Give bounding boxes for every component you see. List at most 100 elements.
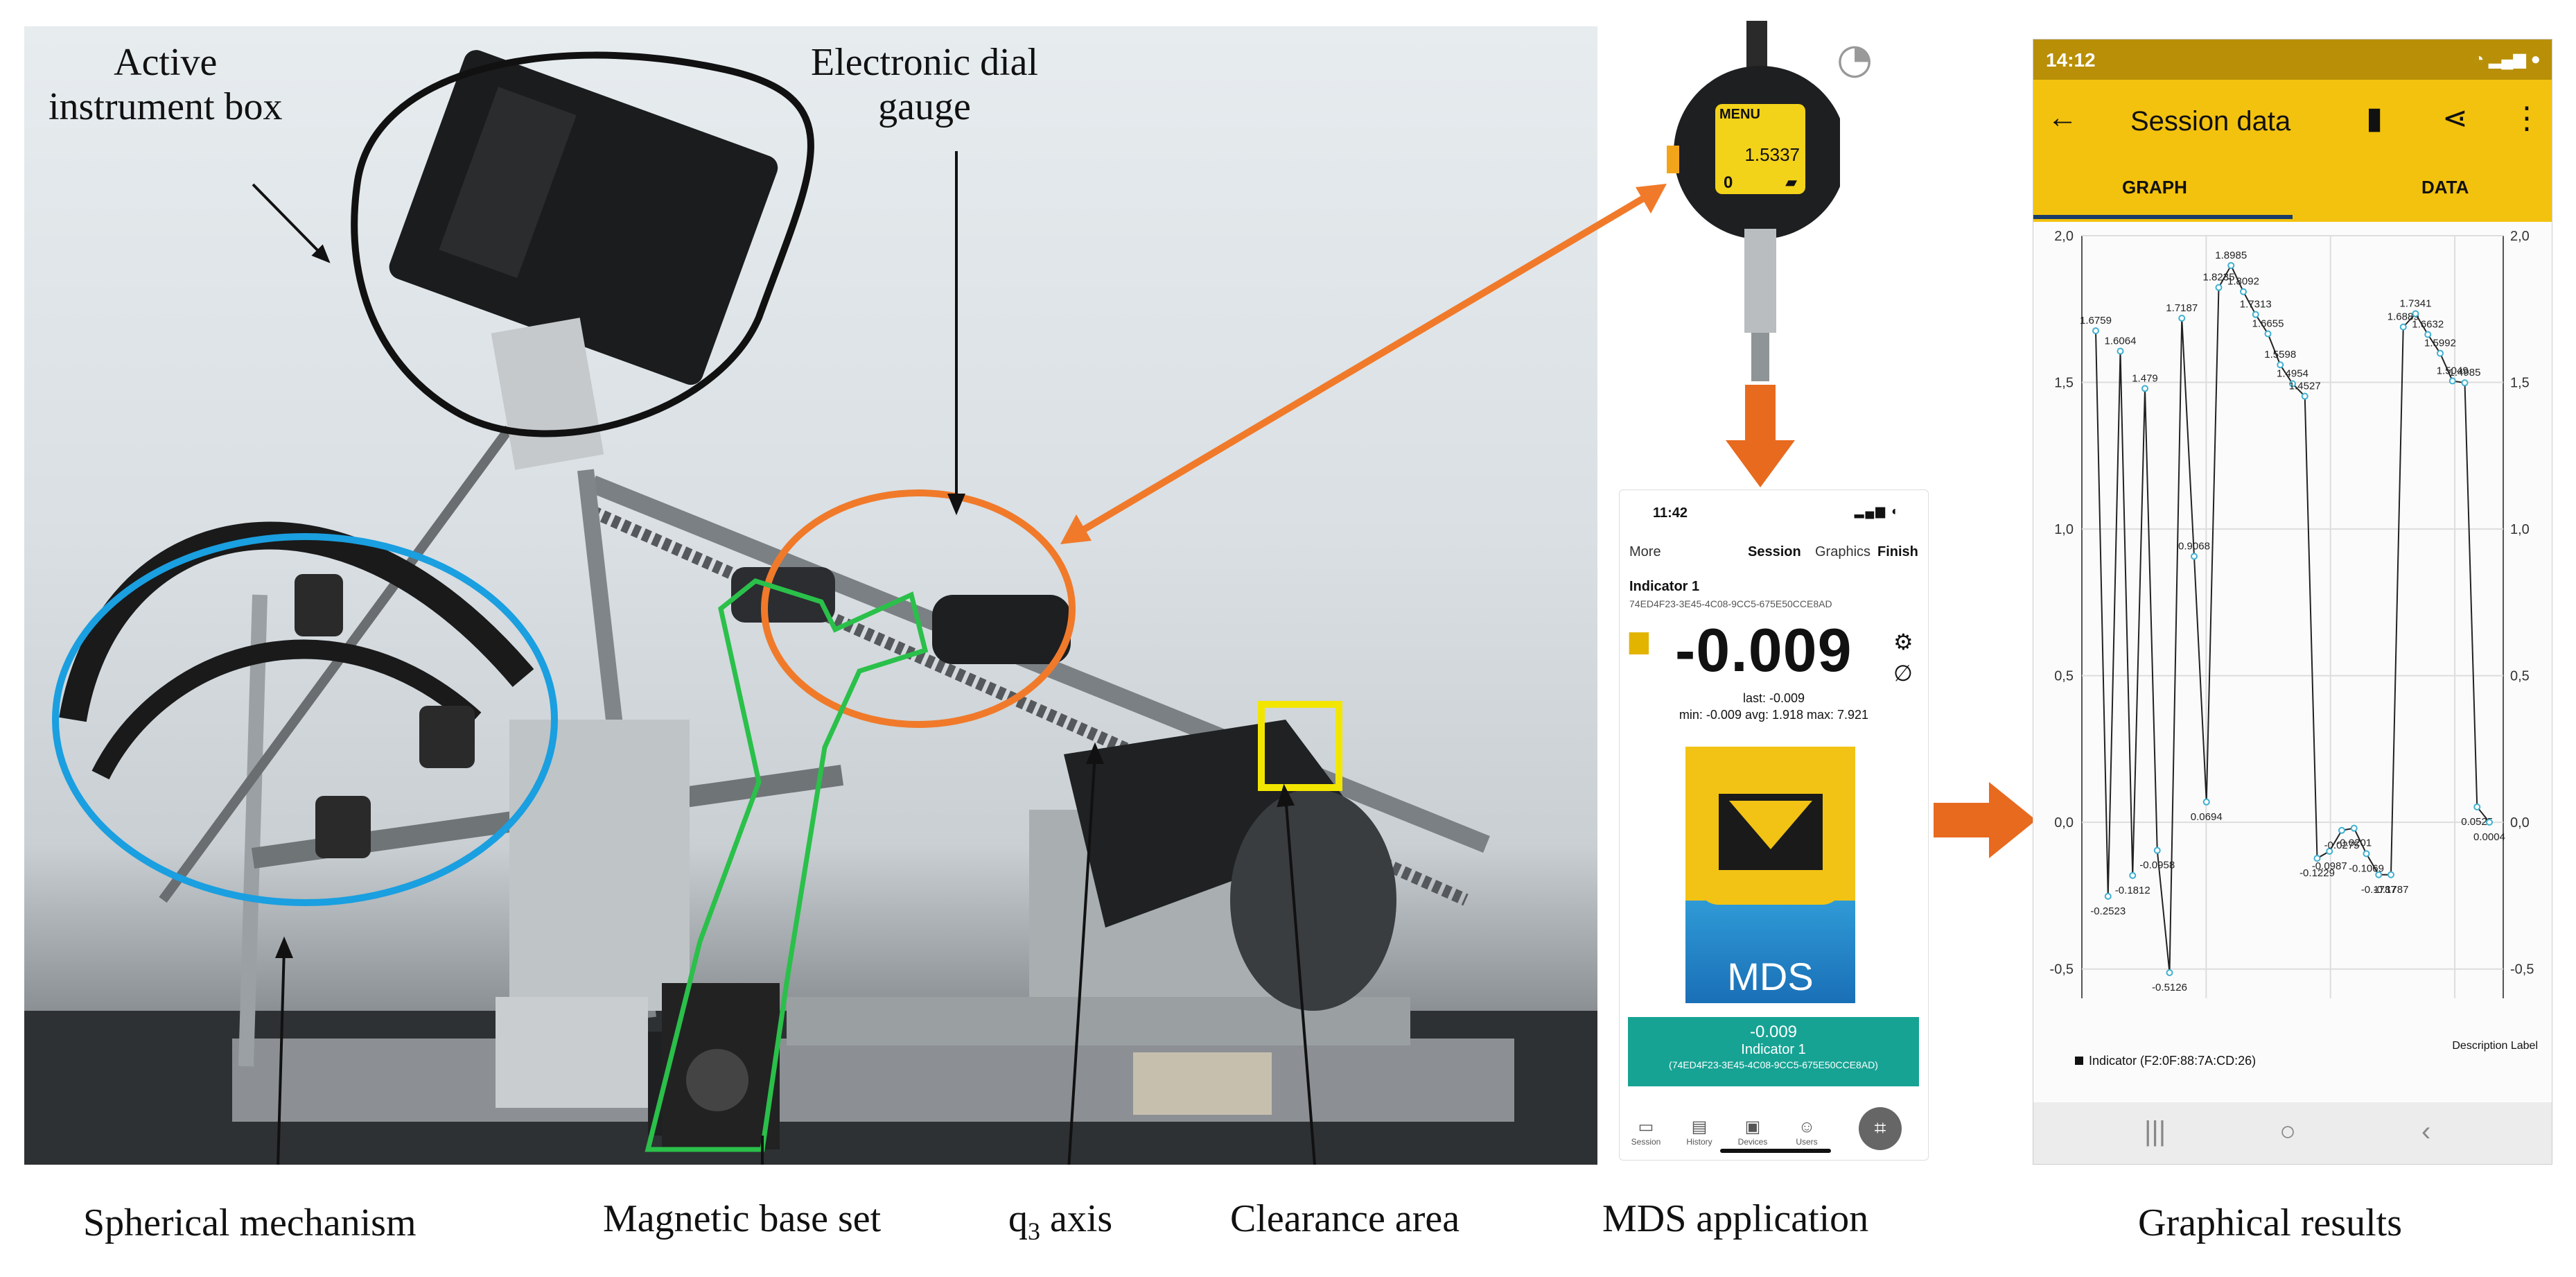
reading-value: -0.009 — [1675, 616, 1852, 684]
y-tick-label-right: 2,0 — [2510, 229, 2530, 244]
legend-label: Indicator (F2:0F:88:7A:CD:26) — [2089, 1054, 2257, 1068]
nav-more[interactable]: More — [1629, 544, 1661, 559]
data-point — [2399, 323, 2407, 331]
data-label: 0.0525 — [2461, 816, 2493, 828]
y-tick-label-left: 1,5 — [2054, 376, 2074, 391]
data-point — [2129, 871, 2137, 879]
gauge-pointer-arrow — [1060, 184, 1667, 544]
data-point — [2448, 377, 2456, 385]
home-icon[interactable]: ○ — [2279, 1116, 2297, 1147]
data-point — [2153, 846, 2161, 854]
setup-illustration — [24, 50, 1597, 1165]
status-time-2: 14:12 — [2046, 49, 2096, 71]
graphical-results-label: Graphical results — [2138, 1201, 2402, 1244]
data-label: -0.0987 — [2312, 860, 2347, 872]
tab-devices[interactable]: ▣Devices — [1732, 1118, 1773, 1147]
data-label: -0.1069 — [2349, 862, 2384, 874]
data-label: 1.6064 — [2105, 336, 2137, 347]
recents-icon[interactable]: ||| — [2144, 1116, 2166, 1147]
data-label: -0.0201 — [2336, 837, 2372, 849]
y-tick-label-left: 1,0 — [2054, 522, 2074, 537]
tab-users-label: Users — [1796, 1137, 1818, 1147]
tab-data[interactable]: DATA — [2421, 177, 2469, 198]
session-icon: ▭ — [1638, 1118, 1654, 1136]
data-label: -0.1787 — [2374, 884, 2409, 896]
data-point — [2437, 349, 2444, 357]
magnetic-base-outline — [645, 578, 929, 1152]
gauge-menu: MENU — [1719, 107, 1760, 122]
q3-suffix: axis — [1040, 1197, 1113, 1240]
data-label: 1.4985 — [2449, 367, 2481, 379]
status-icons: ◔ ▂▄▆ ● — [2473, 50, 2541, 69]
y-tick-label-left: 0,5 — [2054, 669, 2074, 684]
data-label: 1.7187 — [2166, 302, 2198, 314]
data-point — [2338, 826, 2345, 834]
zero-icon[interactable]: ∅ — [1893, 661, 1913, 686]
data-point — [2289, 380, 2296, 388]
data-label: 1.6889 — [2387, 311, 2419, 323]
spherical-mechanism-label: Spherical mechanism — [83, 1201, 417, 1244]
data-point — [2301, 392, 2308, 400]
data-label: 0.9068 — [2178, 541, 2210, 553]
clearance-area-label: Clearance area — [1230, 1197, 1460, 1240]
data-label: 1.5598 — [2264, 349, 2296, 360]
gauge-screen: MENU 1.5337 0 ▰ — [1715, 104, 1805, 194]
tab-history[interactable]: ▤History — [1679, 1118, 1720, 1147]
data-point — [2277, 361, 2284, 369]
device-reading-bar[interactable]: -0.009 Indicator 1 (74ED4F23-3E45-4C08-9… — [1628, 1017, 1919, 1086]
data-label: -0.1229 — [2299, 867, 2335, 879]
data-point — [2424, 331, 2432, 338]
gauge-body — [1667, 21, 1840, 381]
tab-session[interactable]: ▭Session — [1625, 1118, 1667, 1147]
data-point — [2117, 347, 2124, 355]
active-instrument-box-label: Active instrument box — [49, 41, 283, 129]
data-point — [2240, 288, 2247, 295]
data-label: -0.1787 — [2361, 884, 2397, 896]
data-point — [2104, 892, 2112, 900]
data-label: -0.0275 — [2324, 840, 2360, 851]
indicator-icon: ▆ — [1629, 625, 1649, 654]
electronic-dial-gauge-label: Electronic dial gauge — [811, 41, 1039, 129]
mds-application-label: MDS application — [1602, 1197, 1869, 1240]
tab-graph[interactable]: GRAPH — [2122, 177, 2187, 198]
tab-users[interactable]: ☺Users — [1786, 1118, 1828, 1147]
data-label: -0.0958 — [2139, 860, 2175, 871]
experimental-setup-photo: Active instrument box Electronic dial ga… — [24, 26, 1597, 1165]
logo-text: MDS — [1727, 955, 1814, 998]
data-point — [2215, 284, 2223, 291]
tab-history-label: History — [1686, 1137, 1712, 1147]
history-icon: ▤ — [1691, 1118, 1708, 1136]
y-tick-label-right: 1,0 — [2510, 522, 2530, 537]
q3-letter: q — [1008, 1197, 1028, 1240]
document-icon[interactable]: ▮ — [2366, 101, 2383, 135]
scan-button[interactable]: ⌗ — [1859, 1107, 1902, 1150]
nav-session[interactable]: Session — [1748, 544, 1801, 559]
instrument-box-outline — [351, 51, 814, 437]
more-vert-icon[interactable]: ⋮ — [2512, 101, 2542, 135]
back-icon[interactable]: ‹ — [2421, 1116, 2431, 1147]
session-data-screen: 14:12 ◔ ▂▄▆ ● ← Session data ▮ ⋖ ⋮ GRAPH… — [2033, 39, 2552, 1165]
android-nav-bar: ||| ○ ‹ — [2033, 1102, 2552, 1164]
device-name: Indicator 1 — [1629, 579, 1700, 594]
data-point — [2252, 311, 2259, 318]
data-point — [2473, 803, 2481, 810]
nav-graphics[interactable]: Graphics — [1815, 544, 1871, 559]
back-arrow-icon[interactable]: ← — [2047, 101, 2078, 134]
y-tick-label-left: -0,5 — [2050, 962, 2074, 978]
data-point — [2227, 261, 2235, 269]
right-arrow — [1934, 782, 2036, 858]
reading-stats: min: -0.009 avg: 1.918 max: 7.921 — [1679, 708, 1869, 722]
device-id: 74ED4F23-3E45-4C08-9CC5-675E50CCE8AD — [1629, 598, 1832, 609]
legend-swatch — [2075, 1057, 2083, 1065]
data-point — [2178, 315, 2186, 322]
data-point — [2363, 850, 2370, 858]
clearance-area-box — [1258, 701, 1342, 791]
last-reading: last: -0.009 — [1742, 691, 1805, 705]
share-icon[interactable]: ⋖ — [2442, 101, 2468, 135]
screen-title: Session data — [2130, 106, 2291, 137]
data-label: 1.6632 — [2412, 318, 2444, 330]
data-point — [2166, 969, 2173, 977]
nav-finish[interactable]: Finish — [1877, 544, 1918, 559]
gear-icon[interactable]: ⚙ — [1893, 629, 1913, 654]
